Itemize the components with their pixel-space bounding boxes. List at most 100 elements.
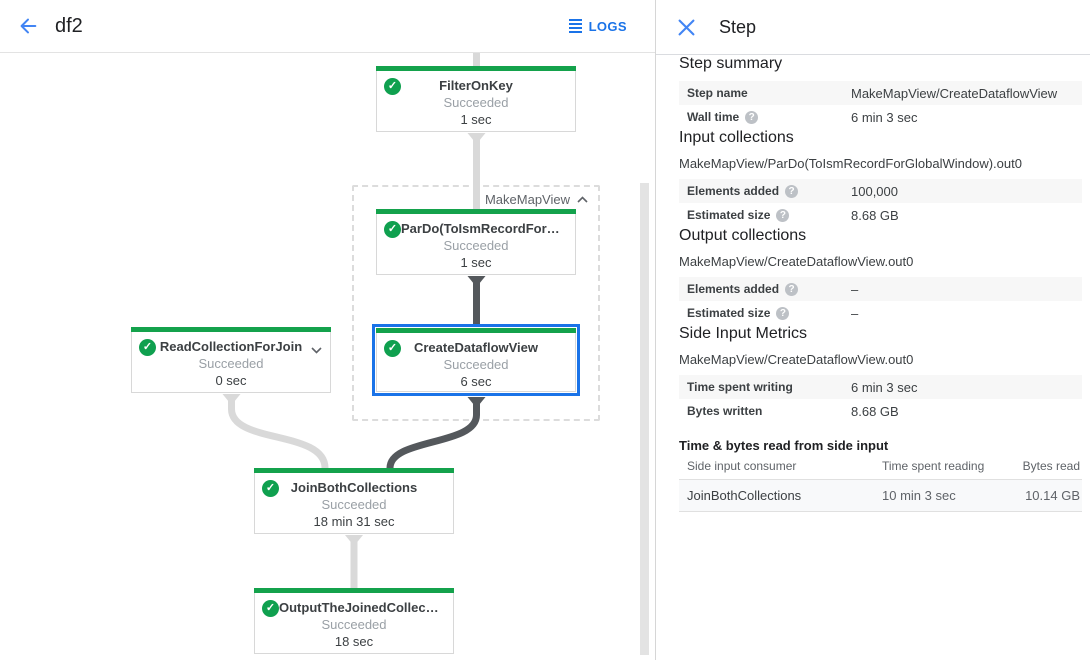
list-icon (568, 19, 582, 33)
logs-button[interactable]: LOGS (568, 18, 627, 34)
step-title: FilterOnKey (439, 78, 513, 93)
help-icon[interactable]: ? (785, 282, 799, 296)
status-bar (254, 588, 454, 593)
column-header: Side input consumer (687, 459, 797, 473)
step-node-pardo-toismrecord[interactable]: ✓ ParDo(ToIsmRecordFor… Succeeded 1 sec (376, 209, 576, 275)
output-collections-rows: Elements added ? – Estimated size ? – (679, 277, 1082, 325)
table-header-row: Side input consumer Time spent reading B… (679, 454, 1082, 480)
step-time: 6 sec (460, 374, 492, 389)
table-row: JoinBothCollections 10 min 3 sec 10.14 G… (679, 480, 1082, 512)
job-topbar: df2 LOGS (0, 0, 655, 53)
graph-section: df2 LOGS MakeMapView (0, 0, 655, 660)
success-check-icon: ✓ (139, 339, 156, 356)
help-icon[interactable]: ? (776, 208, 790, 222)
kv-label: Time spent writing (687, 380, 793, 394)
status-bar (376, 209, 576, 214)
group-label: MakeMapView (484, 192, 570, 207)
panel-header: Step (656, 0, 1090, 55)
kv-row: Elements added ? 100,000 (679, 179, 1082, 203)
edge (386, 397, 480, 469)
success-check-icon: ✓ (262, 480, 279, 497)
kv-row: Bytes written 8.68 GB (679, 399, 1082, 423)
kv-value: MakeMapView/CreateDataflowView (851, 85, 1058, 101)
kv-value: 100,000 (851, 183, 898, 199)
step-time: 18 sec (334, 634, 374, 649)
step-node-createdataflowview[interactable]: ✓ CreateDataflowView Succeeded 6 sec (372, 324, 580, 396)
success-check-icon: ✓ (384, 78, 401, 95)
chevron-down-icon (311, 347, 322, 354)
job-graph-canvas[interactable]: MakeMapView (0, 53, 655, 660)
step-node-filteronkey[interactable]: ✓ FilterOnKey Succeeded 1 sec (376, 66, 576, 132)
back-button[interactable] (14, 12, 42, 40)
column-header: Bytes read (1022, 459, 1080, 473)
step-status: Succeeded (321, 617, 387, 632)
kv-label: Bytes written (687, 404, 763, 418)
step-status: Succeeded (198, 356, 264, 371)
step-time: 0 sec (215, 373, 247, 388)
help-icon[interactable]: ? (745, 110, 759, 124)
panel-content: Step summary Step name MakeMapView/Creat… (656, 55, 1090, 512)
step-title: CreateDataflowView (413, 340, 539, 355)
input-collections-rows: Elements added ? 100,000 Estimated size … (679, 179, 1082, 227)
success-check-icon: ✓ (384, 340, 401, 357)
column-header: Time spent reading (882, 459, 985, 473)
close-panel-button[interactable] (674, 15, 698, 39)
help-icon[interactable]: ? (776, 306, 790, 320)
kv-row: Wall time ? 6 min 3 sec (679, 105, 1082, 129)
arrow-left-icon (20, 18, 37, 34)
success-check-icon: ✓ (384, 221, 401, 238)
section-heading-input-collections: Input collections (679, 129, 794, 146)
help-icon[interactable]: ? (785, 184, 799, 198)
kv-label: Estimated size (687, 306, 771, 320)
section-heading-step-summary: Step summary (679, 55, 783, 72)
step-title: ReadCollectionForJoin (159, 339, 303, 354)
table-heading: Time & bytes read from side input (679, 438, 889, 453)
kv-value: 8.68 GB (851, 403, 899, 419)
kv-row: Estimated size ? 8.68 GB (679, 203, 1082, 227)
kv-row: Estimated size ? – (679, 301, 1082, 325)
logs-button-label: LOGS (588, 18, 627, 34)
job-title: df2 (55, 14, 83, 37)
expand-step-button[interactable] (311, 341, 322, 359)
status-bar (131, 327, 331, 332)
table-cell-bytes-read: 10.14 GB (1025, 488, 1080, 503)
section-heading-side-input-metrics: Side Input Metrics (679, 325, 808, 342)
chevron-up-icon (577, 196, 588, 203)
panel-title: Step (719, 16, 757, 37)
step-details-panel: Step Step summary Step name MakeMapView/… (656, 0, 1090, 660)
step-status: Succeeded (443, 95, 509, 110)
step-node-joinbothcollections[interactable]: ✓ JoinBothCollections Succeeded 18 min 3… (254, 468, 454, 534)
step-status: Succeeded (443, 238, 509, 253)
kv-value: 6 min 3 sec (851, 109, 918, 125)
panel-divider (655, 0, 656, 660)
step-status: Succeeded (443, 357, 509, 372)
kv-label: Step name (687, 86, 748, 100)
group-makemapview-toggle[interactable]: MakeMapView (485, 192, 588, 207)
step-node-readcollectionforjoin[interactable]: ✓ ReadCollectionForJoin Succeeded 0 sec (131, 327, 331, 393)
collection-path: MakeMapView/CreateDataflowView.out0 (679, 254, 914, 269)
kv-row: Time spent writing 6 min 3 sec (679, 375, 1082, 399)
graph-vertical-scrollbar[interactable] (640, 183, 649, 655)
step-node-outputthejoinedcollection[interactable]: ✓ OutputTheJoinedCollec… Succeeded 18 se… (254, 588, 454, 654)
close-icon (678, 19, 694, 35)
table-cell-consumer: JoinBothCollections (687, 488, 802, 503)
kv-label: Elements added (687, 282, 780, 296)
side-input-metrics-rows: Time spent writing 6 min 3 sec Bytes wri… (679, 375, 1082, 423)
status-bar (254, 468, 454, 473)
status-bar (376, 328, 576, 333)
collection-path: MakeMapView/ParDo(ToIsmRecordForGlobalWi… (679, 156, 1022, 171)
kv-label: Elements added (687, 184, 780, 198)
step-time: 18 min 31 sec (313, 514, 395, 529)
kv-value: 6 min 3 sec (851, 379, 918, 395)
step-title: OutputTheJoinedCollec… (279, 600, 439, 615)
collection-path: MakeMapView/CreateDataflowView.out0 (679, 352, 914, 367)
step-title: ParDo(ToIsmRecordFor… (401, 221, 560, 236)
success-check-icon: ✓ (262, 600, 279, 617)
edge (228, 394, 329, 469)
kv-value: 8.68 GB (851, 207, 899, 223)
status-bar (376, 66, 576, 71)
kv-label: Wall time (687, 110, 740, 124)
table-cell-time-reading: 10 min 3 sec (882, 488, 956, 503)
graph-edges (222, 53, 486, 588)
